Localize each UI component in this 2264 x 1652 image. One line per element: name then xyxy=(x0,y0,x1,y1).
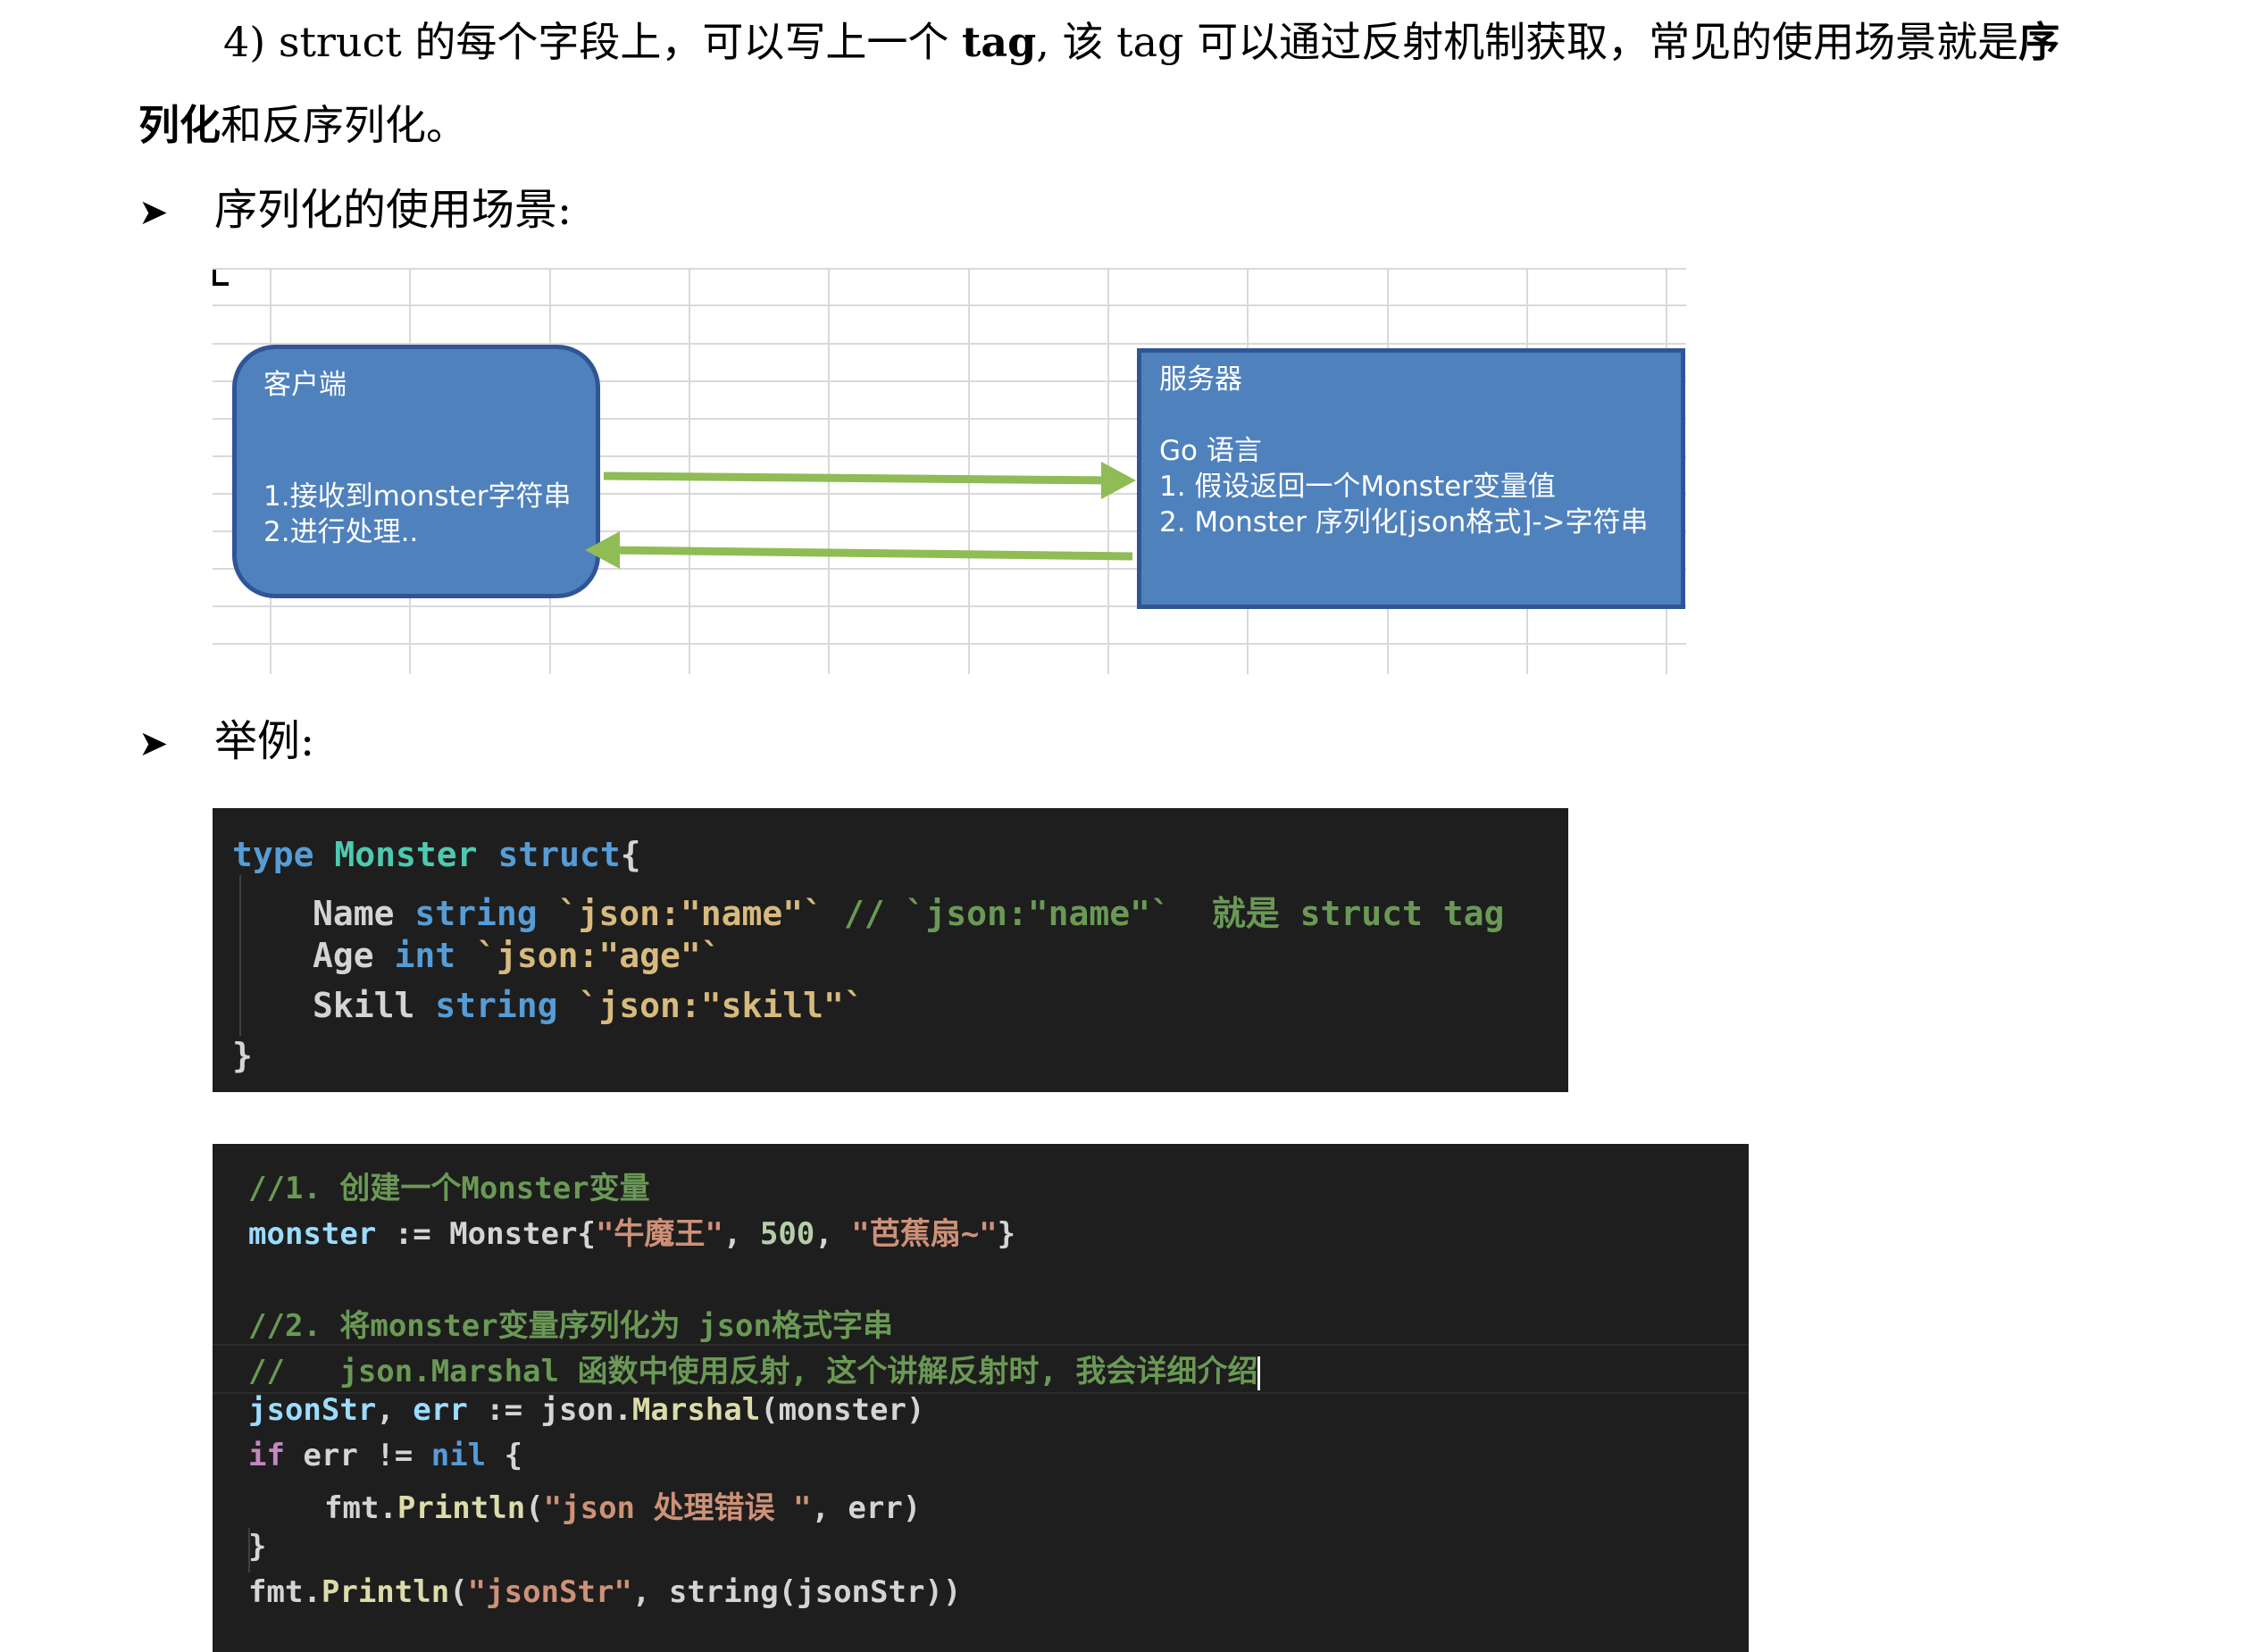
server-step-2: 2. Monster 序列化[json格式]->字符串 xyxy=(1159,506,1649,538)
code-line: } xyxy=(248,1529,267,1564)
code-line: fmt.Println("jsonStr", string(jsonStr)) xyxy=(248,1574,962,1610)
code-line: monster := Monster{"牛魔王", 500, "芭蕉扇~"} xyxy=(248,1216,1016,1252)
server-step-1: 1. 假设返回一个Monster变量值 xyxy=(1159,471,1556,503)
bullet-serialization-scene: ➤ 序列化的使用场景: xyxy=(138,179,572,244)
intro-line-1: 4) struct 的每个字段上，可以写上一个 tag, 该 tag 可以通过反… xyxy=(223,11,2059,73)
server-title: 服务器 xyxy=(1159,363,1242,396)
request-arrowhead-icon xyxy=(1101,462,1136,499)
code-line: if err != nil { xyxy=(248,1438,523,1473)
intro-text-b: , 该 tag 可以通过反射机制获取，常见的使用场景就是 xyxy=(1036,18,2019,66)
code-line: Age int `json:"age"` xyxy=(313,936,722,975)
serialization-diagram: 客户端 1.接收到monster字符串 2.进行处理.. 服务器 Go 语言 1… xyxy=(213,268,1686,674)
arrow-bullet-icon: ➤ xyxy=(138,723,169,764)
intro-text-a: 4) struct 的每个字段上，可以写上一个 xyxy=(223,18,963,66)
text-cursor xyxy=(1257,1356,1261,1390)
current-line-highlight xyxy=(213,1344,1749,1394)
bullet-text: 举例: xyxy=(214,716,315,766)
intro-line-2: 列化和反序列化。 xyxy=(138,94,467,156)
request-arrow-line xyxy=(603,471,1115,485)
client-step-1: 1.接收到monster字符串 xyxy=(263,480,572,513)
code-line: //1. 创建一个Monster变量 xyxy=(248,1171,650,1206)
bullet-text: 序列化的使用场景: xyxy=(214,185,572,235)
code-line: // json.Marshal 函数中使用反射, 这个讲解反射时, 我会详细介绍 xyxy=(248,1347,1261,1390)
server-language: Go 语言 xyxy=(1159,435,1262,467)
client-box: 客户端 1.接收到monster字符串 2.进行处理.. xyxy=(232,345,600,598)
code-panel-struct: type Monster struct{ Name string `json:"… xyxy=(213,808,1568,1092)
code-line: Name string `json:"name"` // `json:"name… xyxy=(313,894,1505,933)
intro-tag-word: tag xyxy=(962,18,1037,66)
intro-text-c: 和反序列化。 xyxy=(221,101,467,149)
intro-bold-head: 列化 xyxy=(138,101,221,149)
code-line: fmt.Println("json 处理错误 ", err) xyxy=(324,1490,922,1526)
arrow-bullet-icon: ➤ xyxy=(138,192,169,233)
response-arrow-line xyxy=(605,546,1133,561)
code-line: } xyxy=(232,1036,253,1075)
code-line: type Monster struct{ xyxy=(232,835,641,874)
arrows-layer xyxy=(585,462,1136,569)
bullet-example: ➤ 举例: xyxy=(138,710,314,775)
code-line: Skill string `json:"skill"` xyxy=(313,986,865,1025)
code-panel-marshal: //1. 创建一个Monster变量 monster := Monster{"牛… xyxy=(213,1144,1749,1652)
code-line: //2. 将monster变量序列化为 json格式字串 xyxy=(248,1308,893,1344)
code-line: jsonStr, err := json.Marshal(monster) xyxy=(248,1392,925,1428)
response-arrowhead-icon xyxy=(585,531,620,569)
cell-corner-mark xyxy=(213,270,229,286)
intro-bold-tail: 序 xyxy=(2018,18,2060,66)
client-step-2: 2.进行处理.. xyxy=(263,516,419,548)
server-box: 服务器 Go 语言 1. 假设返回一个Monster变量值 2. Monster… xyxy=(1137,348,1685,609)
client-title: 客户端 xyxy=(263,369,347,401)
